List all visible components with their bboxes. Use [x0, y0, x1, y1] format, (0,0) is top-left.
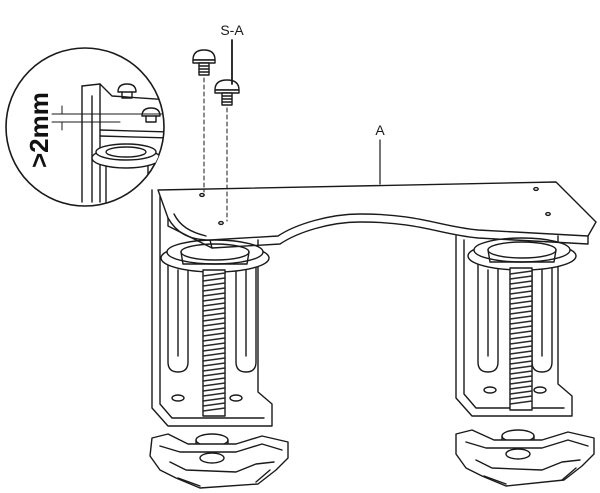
- measure-label: >2mm: [24, 92, 54, 168]
- plate-hole: [218, 220, 224, 226]
- plate-label: A: [375, 122, 385, 138]
- top-plate: [157, 181, 597, 249]
- plate-top-face: [157, 181, 597, 241]
- screw: [192, 49, 216, 76]
- screw: [214, 79, 240, 106]
- plate-hole: [199, 192, 205, 198]
- plate-hole: [545, 211, 551, 217]
- right-knob: [455, 429, 595, 487]
- right-clamp: [455, 235, 595, 487]
- screw-label: S-A: [220, 22, 244, 38]
- left-bracket-inner: [159, 195, 265, 419]
- detail-callout: [5, 47, 165, 207]
- plate-hole: [533, 186, 539, 192]
- screws-s-a: [192, 49, 240, 222]
- left-knob: [149, 433, 289, 489]
